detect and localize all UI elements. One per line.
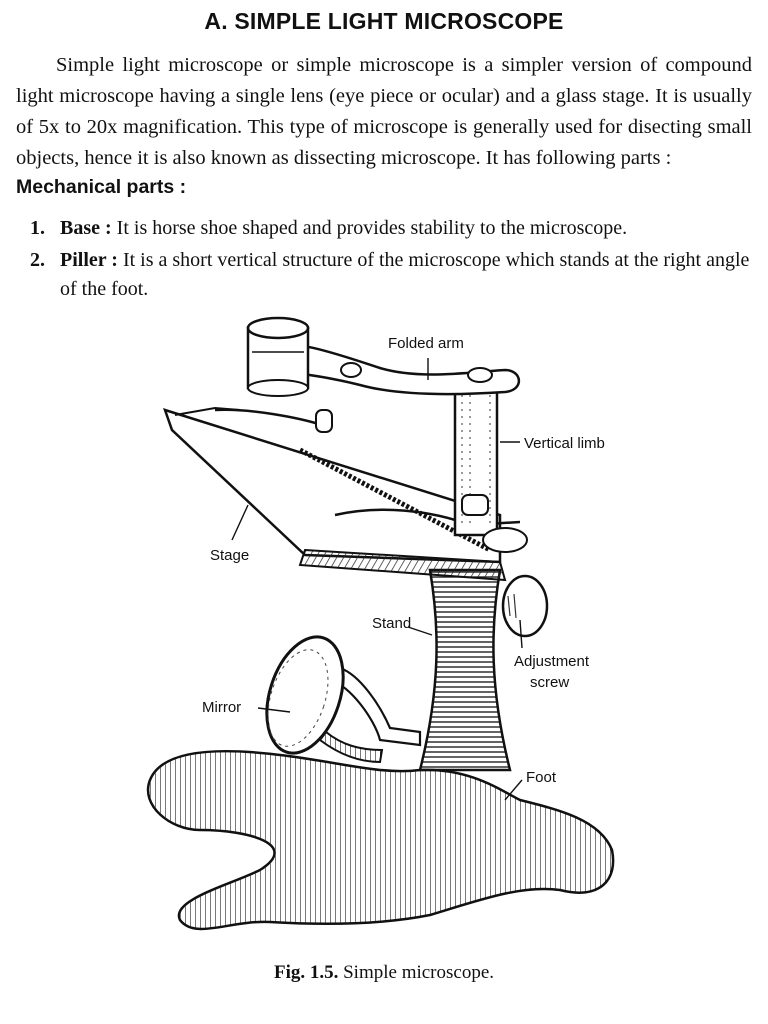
page-title: A. SIMPLE LIGHT MICROSCOPE bbox=[204, 8, 564, 34]
figure-caption: Fig. 1.5. Simple microscope. bbox=[0, 962, 768, 984]
foot-base bbox=[146, 749, 615, 931]
list-item-description: It is a short vertical structure of the … bbox=[60, 249, 750, 300]
adjustment-screw bbox=[482, 527, 549, 638]
label-stand: Stand bbox=[372, 615, 411, 632]
parts-list: 1. Base : It is horse shoe shaped and pr… bbox=[30, 214, 752, 307]
vertical-limb bbox=[453, 383, 499, 537]
caption-text: Simple microscope. bbox=[343, 962, 495, 983]
label-adjustment-line2: screw bbox=[530, 674, 569, 691]
list-item-description: It is horse shoe shaped and provides sta… bbox=[116, 217, 628, 239]
label-folded-arm: Folded arm bbox=[388, 335, 464, 352]
list-item: 1. Base : It is horse shoe shaped and pr… bbox=[30, 214, 752, 243]
list-item-term: Piller : bbox=[60, 249, 118, 271]
list-item-number: 2. bbox=[30, 249, 45, 271]
folded-arm bbox=[253, 340, 521, 396]
label-adjustment-line1: Adjustment bbox=[514, 653, 590, 670]
list-item-term: Base : bbox=[60, 217, 112, 239]
label-leaders bbox=[231, 358, 523, 801]
caption-number: Fig. 1.5. bbox=[273, 962, 339, 983]
label-vertical-limb: Vertical limb bbox=[524, 435, 605, 452]
intro-paragraph: Simple light microscope or simple micros… bbox=[16, 54, 752, 169]
stand-column bbox=[418, 568, 512, 772]
list-item: 2. Piller : It is a short vertical struc… bbox=[30, 246, 752, 304]
stage bbox=[162, 406, 521, 582]
label-foot: Foot bbox=[526, 769, 557, 786]
section-heading: Mechanical parts : bbox=[16, 176, 187, 198]
mirror bbox=[265, 635, 422, 764]
microscope-figure: Folded arm Vertical limb Stage Stand Adj… bbox=[146, 316, 615, 931]
eyepiece-lens bbox=[246, 316, 310, 397]
label-mirror: Mirror bbox=[202, 699, 241, 716]
label-stage: Stage bbox=[210, 547, 249, 564]
list-item-number: 1. bbox=[30, 217, 45, 239]
